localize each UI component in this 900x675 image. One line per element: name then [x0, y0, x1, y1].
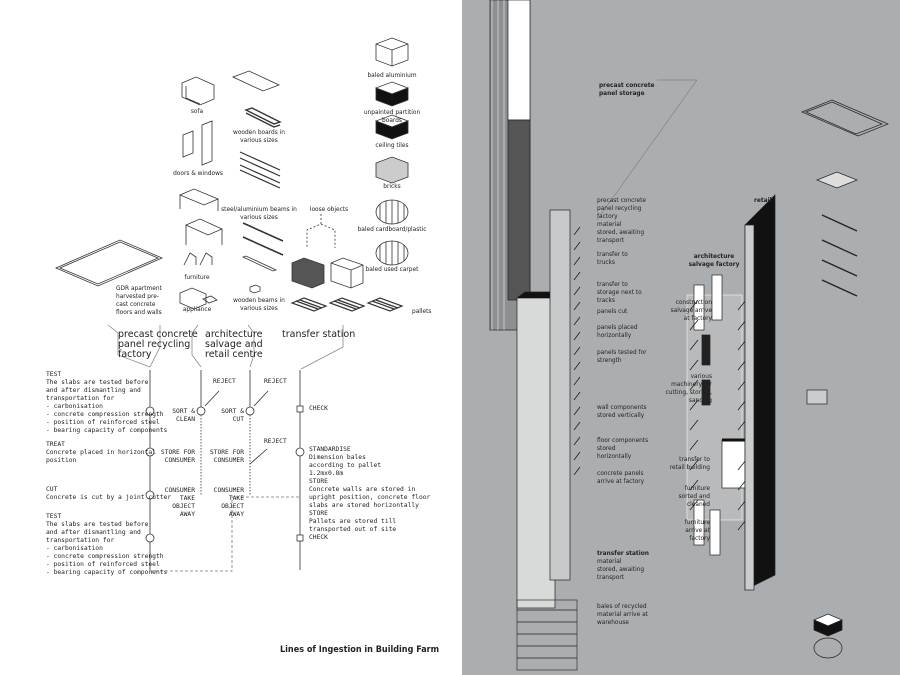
label-panel-storage: precast concrete panel storage — [599, 81, 655, 97]
column-precast-factory: precast concrete panel recycling factory — [118, 329, 198, 360]
label-panels-cut: panels cut — [597, 307, 628, 315]
ceiling-tiles-icon — [374, 114, 410, 140]
diagram-title: Lines of Ingestion in Building Farm — [280, 645, 440, 655]
step-treat: TREAT Concrete placed in horizontal posi… — [46, 441, 156, 464]
label-wall-stored: wall components stored vertically — [597, 403, 647, 419]
label-transfer-retail: transfer to retail building — [669, 455, 710, 471]
label-baled-aluminium: baled aluminium — [367, 71, 417, 79]
label-baled-carpet: baled used carpet — [365, 265, 419, 273]
label-construction-arrive: construction salvage arrive at factory — [670, 298, 712, 322]
label-transfer-storage: transfer to storage next to tracks — [597, 280, 642, 304]
doors-windows-icon — [182, 120, 213, 166]
step-cut: CUT Concrete is cut by a joint cutter — [46, 486, 172, 501]
factory-section-panel: precast concrete panel storage precast c… — [462, 0, 900, 675]
label-appliance: appliance — [182, 305, 212, 313]
step-sort-cut: SORT & CUT — [221, 408, 244, 423]
label-panels-arrive: concrete panels arrive at factory — [597, 469, 645, 485]
label-sofa: sofa — [190, 107, 204, 115]
step-reject-3: REJECT — [264, 438, 287, 445]
sofa-icon — [181, 76, 215, 106]
label-pallets: pallets — [412, 307, 432, 315]
right-object-icons — [801, 99, 889, 659]
step-test-1: TEST The slabs are tested before and aft… — [46, 371, 168, 434]
label-floor-stored: floor components stored horizontally — [597, 436, 649, 460]
step-reject-2: REJECT — [264, 378, 287, 385]
label-bales-arrive: bales of recycled material arrive at war… — [597, 602, 648, 626]
baled-aluminium-icon — [375, 37, 409, 67]
box-icon — [330, 257, 364, 289]
label-furniture: furniture — [184, 273, 210, 281]
label-partition-boards: unpainted partition boards — [363, 108, 421, 124]
appliance-icon — [179, 287, 218, 310]
steel-beams-icon — [239, 151, 281, 189]
bricks-icon — [375, 156, 409, 184]
label-loose-objects: loose objects — [309, 205, 349, 213]
label-transfer-station: transfer station — [597, 549, 649, 557]
label-bricks: bricks — [383, 182, 401, 190]
label-wooden-beams: wooden beams in various sizes — [233, 296, 285, 312]
wooden-boards-icon — [244, 107, 282, 128]
panel-storage-tower — [489, 0, 531, 331]
wooden-board-icon — [231, 70, 281, 92]
step-consumer-take-1: CONSUMER TAKE OBJECT AWAY — [164, 487, 195, 518]
loose-objects-branch — [306, 214, 336, 248]
pallet-icon — [290, 297, 404, 312]
label-transfer-station-stored: material stored, awaiting transport — [597, 557, 645, 581]
bales-warehouse — [516, 599, 578, 671]
label-ceiling-tiles: ceiling tiles — [375, 141, 409, 149]
steel-beams-2-icon — [241, 222, 284, 294]
label-transfer-trucks: transfer to trucks — [597, 250, 628, 266]
label-doors-windows: doors & windows — [173, 169, 223, 177]
cage-icon — [291, 257, 325, 289]
label-furniture-sorted: furniture sorted and cleaned — [678, 484, 711, 508]
label-retail: retail — [754, 196, 772, 204]
retail-building — [744, 194, 776, 591]
step-check: CHECK — [309, 405, 328, 412]
step-sort-clean: SORT & CLEAN — [172, 408, 195, 423]
step-reject-1: REJECT — [213, 378, 236, 385]
label-salvage-factory: architecture salvage factory — [688, 252, 740, 268]
building-section-drawing — [489, 0, 889, 671]
label-machinery: various machinery for cutting, storing, … — [665, 372, 712, 404]
label-panels-placed: panels placed horizontally — [597, 323, 638, 339]
partition-boards-icon — [374, 81, 410, 107]
objects-and-flow-drawing — [54, 37, 410, 572]
label-furniture-arrive: furniture arrive at factory — [684, 518, 710, 542]
step-store-consumer-1: STORE FOR CONSUMER — [160, 449, 195, 464]
baled-cardboard-icon — [375, 199, 409, 225]
step-store-consumer-2: STORE FOR CONSUMER — [209, 449, 244, 464]
step-test-2: TEST The slabs are tested before and aft… — [46, 513, 168, 576]
baled-carpet-icon — [375, 240, 409, 266]
step-consumer-take-2: CONSUMER TAKE OBJECT AWAY — [213, 487, 244, 518]
gdr-slab-icon — [54, 239, 164, 287]
label-steel-beams: steel/aluminium beams in various sizes — [221, 205, 297, 221]
label-baled-cardboard: baled cardboard/plastic — [357, 225, 427, 233]
furniture-icon — [178, 188, 223, 266]
salvage-factory — [686, 274, 763, 556]
precast-factory-hall — [516, 209, 571, 609]
ingestion-diagram-panel: baled aluminium unpainted partition boar… — [46, 37, 440, 655]
label-panels-tested: panels tested for strength — [597, 348, 647, 364]
label-gdr-apartment: GDR apartment harvested pre- cast concre… — [116, 284, 162, 316]
label-factory-material-stored: precast concrete panel recycling factory… — [597, 196, 647, 244]
factory-hatching — [573, 226, 581, 476]
step-standardise-store: STANDARDISE Dimension bales according to… — [309, 446, 431, 541]
column-transfer-station: transfer station — [282, 329, 356, 340]
label-wooden-boards: wooden boards in various sizes — [233, 128, 285, 144]
column-salvage-retail: architecture salvage and retail centre — [205, 329, 263, 360]
